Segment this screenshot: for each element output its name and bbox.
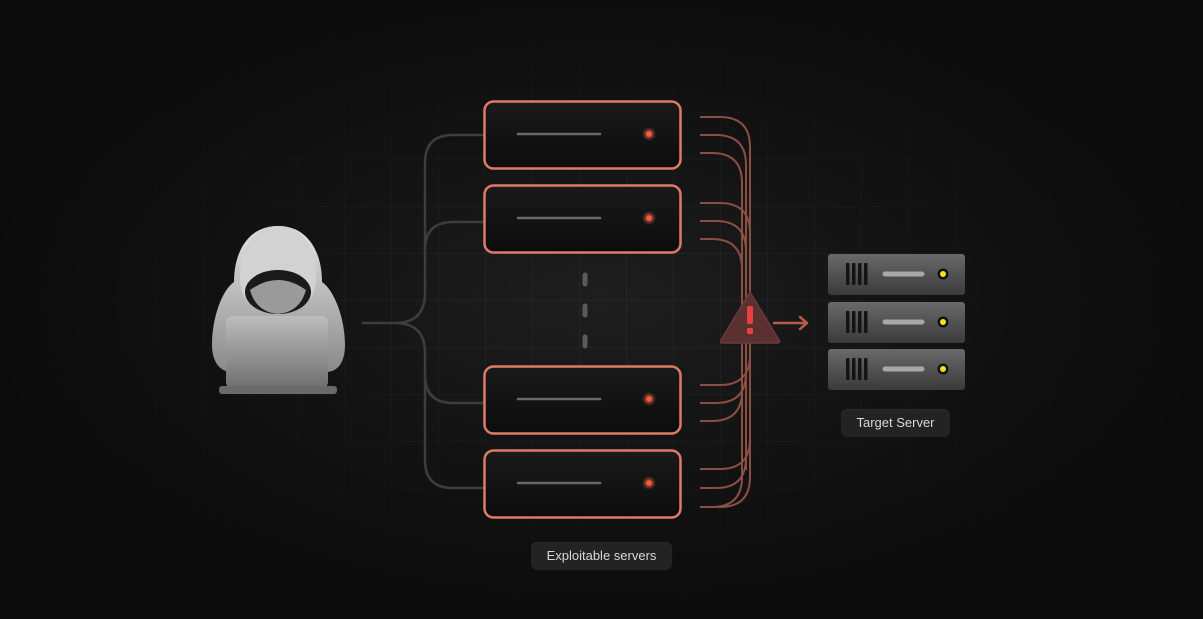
hooded-hacker-icon <box>212 226 345 394</box>
status-light-icon <box>646 480 652 486</box>
status-light-icon <box>646 131 652 137</box>
arrow-right-icon <box>772 315 809 331</box>
attacker-connectors <box>361 133 487 490</box>
attack-flow-lines <box>700 116 751 508</box>
exploitable-server-3 <box>483 365 682 435</box>
target-server-unit-1 <box>828 254 965 295</box>
laptop-icon <box>226 316 328 388</box>
connector-trunk <box>361 133 487 325</box>
connector-3 <box>423 373 487 405</box>
target-server-unit-2 <box>828 302 965 343</box>
target-server-label: Target Server <box>841 409 950 437</box>
connector-2 <box>423 220 487 252</box>
warning-triangle-icon <box>719 290 781 344</box>
connector-lower <box>393 321 487 490</box>
exploitable-server-4 <box>483 449 682 519</box>
status-light-icon <box>646 396 652 402</box>
exploitable-server-2 <box>483 184 682 254</box>
target-server-rack <box>828 254 965 390</box>
exploitable-servers-label: Exploitable servers <box>531 542 672 570</box>
exploitable-server-1 <box>483 100 682 170</box>
status-light-icon <box>646 215 652 221</box>
target-server-unit-3 <box>828 349 965 390</box>
